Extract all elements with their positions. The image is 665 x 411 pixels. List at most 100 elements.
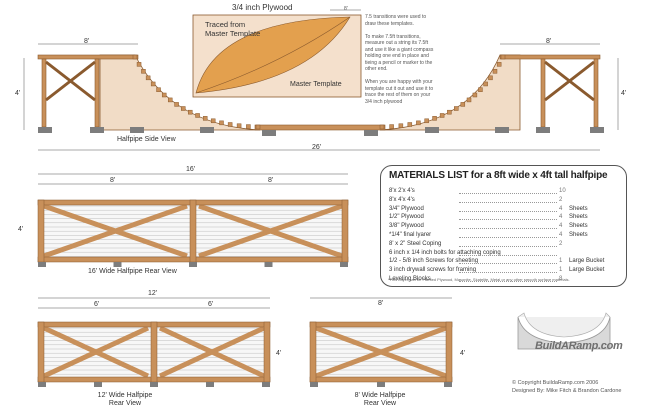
leveling-block: [38, 382, 46, 387]
deck-right: [499, 54, 601, 60]
stud: [255, 124, 261, 130]
stud: [246, 124, 251, 129]
post: [445, 321, 453, 383]
stud: [407, 122, 413, 127]
stud: [432, 116, 437, 121]
leveling-block: [264, 262, 273, 267]
material-unit: Sheets: [569, 205, 588, 212]
leveling-block: [150, 382, 158, 387]
template-cut-line: [195, 16, 351, 94]
rear8-caption-line2: Rear View: [363, 400, 397, 407]
stud: [195, 113, 200, 118]
stud: [379, 124, 385, 130]
rear16-dim-total: 16': [186, 166, 196, 173]
materials-row: 8'x 2'x 4's 10: [389, 188, 617, 197]
rear12-dim-height: 4': [276, 350, 282, 357]
stud: [174, 102, 179, 107]
template-dim: 8': [344, 6, 348, 12]
rear16-dim-height: 4': [18, 226, 24, 233]
stud: [424, 118, 429, 124]
stud: [141, 69, 146, 74]
rear8-caption: 8' Wide Halfpipe Rear View: [330, 392, 430, 408]
post: [37, 199, 45, 263]
leader-dots: [459, 201, 557, 203]
material-unit: Sheets: [569, 232, 588, 238]
material-item: Leveling Blocks: [389, 276, 431, 282]
material-item: 8' x 2" Steel Coping: [389, 240, 442, 247]
stud: [167, 97, 173, 103]
top-rail: [309, 321, 453, 328]
stud: [227, 122, 233, 127]
rear12-caption: 12' Wide Halfpipe Rear View: [70, 392, 180, 408]
stud: [136, 62, 142, 67]
materials-row: 6 inch x 1/4 inch bolts for attaching co…: [389, 250, 617, 259]
leader-dots: [459, 228, 557, 230]
leveling-block: [113, 262, 122, 267]
logo-ramp-shape: [517, 316, 611, 350]
stud: [202, 116, 208, 121]
material-item: 1/2" Plywood: [389, 214, 424, 221]
post: [150, 321, 158, 383]
leader-dots: [459, 254, 557, 256]
materials-title: MATERIALS LIST for a 8ft wide x 4ft tall…: [389, 170, 608, 181]
stud: [132, 54, 138, 60]
rear12-dim-left: 6': [94, 301, 100, 308]
cross-brace: [198, 203, 343, 259]
stud: [447, 109, 452, 115]
stud: [496, 62, 502, 67]
stud: [187, 109, 193, 115]
material-unit: Sheets: [569, 223, 588, 230]
rear-view-16ft: [37, 173, 349, 267]
leader-dots: [459, 272, 557, 274]
materials-row: 1/2" Plywood 4 Sheets: [389, 214, 617, 223]
cross-brace: [43, 203, 188, 259]
leader-dots: [459, 237, 557, 238]
material-qty: 1: [559, 258, 563, 265]
materials-row: Leveling Blocks 8: [389, 276, 617, 285]
transition-studs: [132, 54, 506, 130]
flat-bottom: [254, 124, 386, 131]
leader-dots: [459, 219, 557, 221]
rear12-dim-total: 12': [148, 290, 158, 297]
materials-list: MATERIALS LIST for a 8ft wide x 4ft tall…: [380, 165, 627, 287]
leveling-blocks: [38, 127, 604, 136]
leveling-block: [94, 382, 102, 387]
leveling-block: [38, 262, 46, 267]
side-dim-total: 26': [312, 144, 322, 151]
template-instructions: 7.5 transitions were used to draw these …: [365, 14, 434, 105]
material-item: *1/4" final lyarer: [389, 232, 432, 238]
stud: [478, 87, 483, 92]
post: [309, 321, 317, 383]
stud: [472, 92, 478, 98]
material-item: 8'x 4'x 4's: [389, 196, 415, 203]
halfpipe-side-view: [23, 43, 619, 151]
material-item: 1/2 - 5/8 inch Screws for sheeting: [389, 258, 479, 265]
rear12-dim-right: 6': [208, 301, 214, 308]
stud: [439, 113, 445, 118]
leveling-block: [377, 382, 385, 387]
leader-dots: [459, 210, 557, 212]
material-unit: Sheets: [569, 214, 588, 221]
cross-brace: [315, 325, 447, 379]
rear12-caption-line2: Rear View: [108, 400, 142, 407]
stud: [454, 106, 459, 111]
template-diagram: [192, 9, 362, 98]
leader-dots: [459, 281, 557, 282]
stud: [181, 106, 186, 111]
material-qty: 10: [559, 188, 566, 194]
stud: [150, 81, 156, 87]
material-qty: 4: [559, 232, 563, 238]
material-qty: 8: [559, 276, 563, 282]
stud: [398, 123, 404, 128]
material-qty: 4: [559, 214, 563, 221]
post: [263, 321, 271, 383]
stud: [236, 123, 242, 128]
post: [341, 199, 349, 263]
stud: [416, 120, 421, 126]
material-item: 8'x 2'x 4's: [389, 188, 415, 194]
stud: [219, 120, 224, 126]
stud: [483, 81, 488, 87]
